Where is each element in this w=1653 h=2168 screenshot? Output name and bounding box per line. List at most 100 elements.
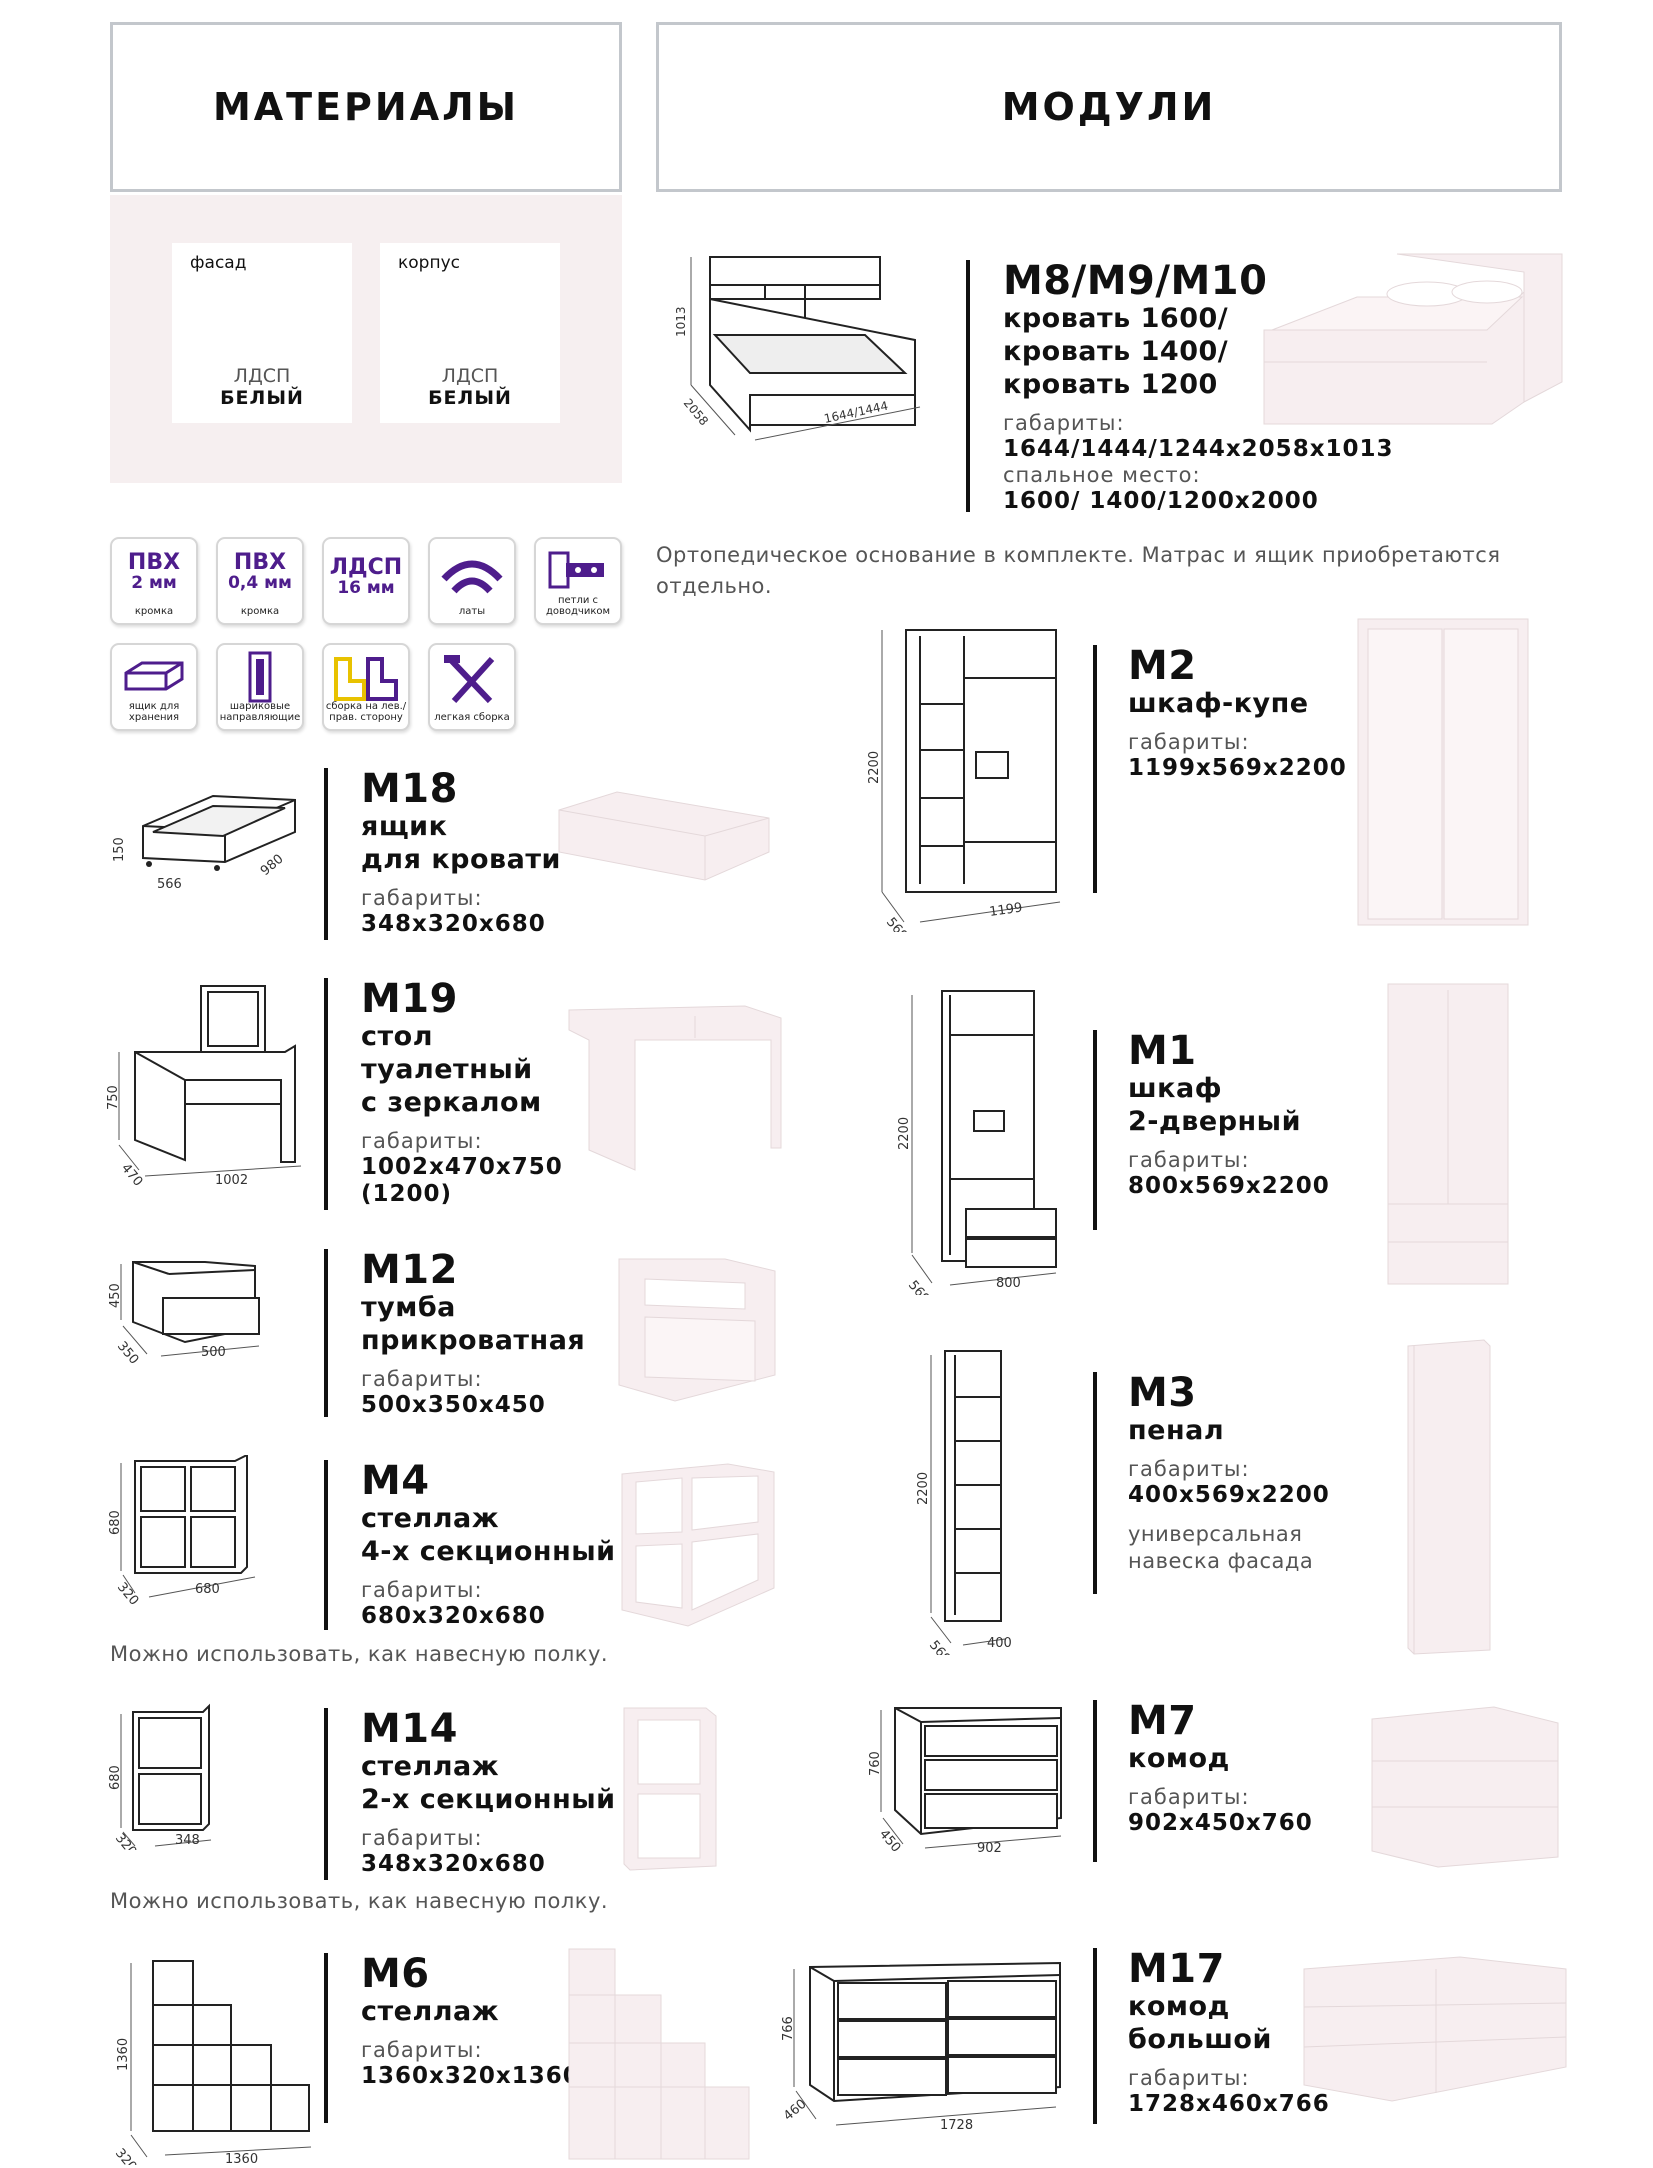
chest-m7-photo — [1371, 1706, 1559, 1868]
shelf-m6-depth-label: 320 — [112, 2146, 139, 2165]
nightstand-drawing: 450 350 500 — [108, 1261, 260, 1368]
nightstand-height-label: 450 — [108, 1283, 123, 1308]
nightstand-width-label: 500 — [201, 1345, 226, 1360]
shelf-2-note: Можно использовать, как навесную полку. — [110, 1889, 609, 1913]
wardrobe-m1-photo — [1387, 983, 1509, 1285]
divider — [1093, 1030, 1097, 1230]
dims-value: 1002х470х750 — [361, 1154, 563, 1180]
dims-value: 348х320х680 — [361, 911, 546, 937]
shelf-2-drawing: 680 320 348 — [108, 1703, 212, 1850]
divider — [966, 260, 970, 512]
dims-label: габариты: — [361, 1129, 483, 1153]
dims-value: 902х450х760 — [1128, 1810, 1313, 1836]
dims-label: габариты: — [361, 2038, 483, 2062]
shelf-m6-width-label: 1360 — [225, 2152, 258, 2165]
module-name: тумба — [361, 1292, 456, 1323]
module-code: М19 — [361, 976, 458, 1022]
dims-value: 800х569х2200 — [1128, 1173, 1330, 1199]
chest-m17-drawing: 766 460 1728 — [781, 1961, 1061, 2133]
module-name: 4-х секционный — [361, 1536, 616, 1567]
dressing-table-height-label: 750 — [106, 1085, 121, 1110]
chest-m17-width-label: 1728 — [940, 2118, 973, 2133]
ldsp-16mm-icon: ЛДСП 16 мм — [322, 537, 410, 625]
bed-drawer-photo — [558, 791, 770, 881]
dressing-table-drawing: 750 470 1002 — [106, 985, 302, 1190]
material-label: корпус — [398, 253, 460, 273]
dims-label: габариты: — [1128, 1785, 1250, 1809]
module-code: М1 — [1128, 1028, 1197, 1074]
chest-m17-depth-label: 460 — [781, 2097, 810, 2124]
wardrobe-m2-depth-label: 569 — [883, 915, 910, 932]
material-label: фасад — [190, 253, 247, 273]
wardrobe-m2-photo — [1357, 618, 1529, 926]
module-name: кровать 1200 — [1003, 369, 1218, 400]
material-color: БЕЛЫЙ — [220, 387, 304, 409]
tools-icon: легкая сборка — [428, 643, 516, 731]
chest-m17-photo — [1303, 1956, 1567, 2102]
dims-label: габариты: — [361, 1578, 483, 1602]
dims-label: габариты: — [1003, 411, 1125, 435]
pvc-edge-2mm-icon: ПВХ 2 мм кромка — [110, 537, 198, 625]
shelf-4-depth-label: 320 — [114, 1580, 141, 1605]
module-name: прикроватная — [361, 1325, 586, 1356]
extra-note-line-2: навеска фасада — [1128, 1549, 1314, 1573]
dims-value: 1360х320х1360 — [361, 2063, 580, 2089]
module-code: М6 — [361, 1951, 430, 1997]
module-code: М14 — [361, 1706, 458, 1752]
module-name: стеллаж — [361, 1751, 500, 1782]
divider — [1093, 645, 1097, 893]
module-name: стеллаж — [361, 1996, 500, 2027]
material-type: ЛДСП — [233, 365, 291, 387]
module-code: М12 — [361, 1247, 458, 1293]
module-code: М2 — [1128, 643, 1197, 689]
bed-drawer-width-label: 566 — [157, 877, 182, 892]
module-code: М4 — [361, 1458, 430, 1504]
slats-icon: латы — [428, 537, 516, 625]
module-name: с зеркалом — [361, 1087, 542, 1118]
feature-caption: легкая сборка — [434, 712, 510, 723]
bed-note-line-1: Ортопедическое основание в комплекте. Ма… — [656, 543, 1501, 567]
dims-label: габариты: — [1128, 1457, 1250, 1481]
bed-drawer-height-label: 150 — [112, 837, 127, 862]
dressing-table-depth-label: 470 — [118, 1161, 145, 1190]
wardrobe-m1-height-label: 2200 — [897, 1117, 912, 1150]
divider — [1093, 1372, 1097, 1594]
feature-value: 2 мм — [131, 573, 177, 593]
module-name: шкаф — [1128, 1073, 1223, 1104]
shelf-m6-height-label: 1360 — [116, 2038, 131, 2071]
module-name: 2-х секционный — [361, 1784, 616, 1815]
material-color: БЕЛЫЙ — [428, 387, 512, 409]
divider — [1093, 1948, 1097, 2124]
sleep-value: 1600/ 1400/1200х2000 — [1003, 488, 1319, 514]
dims-value: 348х320х680 — [361, 1851, 546, 1877]
feature-title: ЛДСП — [329, 555, 403, 580]
bed-drawing: 1013 2058 1644/1444 — [674, 256, 921, 441]
feature-title: ПВХ — [233, 550, 287, 575]
feature-caption: сборка на лев./ прав. сторону — [325, 701, 407, 723]
hinge-graphic — [548, 551, 604, 589]
shelf-2-height-label: 680 — [108, 1765, 123, 1790]
dims-label: габариты: — [1128, 730, 1250, 754]
wardrobe-m2-height-label: 2200 — [867, 751, 882, 784]
pencil-case-photo — [1407, 1339, 1491, 1655]
module-name: шкаф-купе — [1128, 688, 1309, 719]
module-name: 2-дверный — [1128, 1106, 1302, 1137]
materials-panel: фасад ЛДСП БЕЛЫЙ корпус ЛДСП БЕЛЫЙ — [110, 195, 622, 483]
divider — [324, 978, 328, 1210]
feature-value: 0,4 мм — [228, 573, 292, 593]
ball-guides-icon: шариковые направляющие — [216, 643, 304, 731]
dressing-table-photo — [568, 1005, 782, 1171]
nightstand-photo — [618, 1258, 776, 1402]
dressing-table-width-label: 1002 — [215, 1173, 248, 1188]
bed-height-label: 1013 — [674, 306, 688, 337]
feature-title: ПВХ — [127, 550, 181, 575]
bed-note-line-2: отдельно. — [656, 574, 773, 598]
material-card-body: корпус ЛДСП БЕЛЫЙ — [380, 243, 560, 423]
module-name: туалетный — [361, 1054, 533, 1085]
dims-value: 400х569х2200 — [1128, 1482, 1330, 1508]
left-right-assembly-icon: сборка на лев./ прав. сторону — [322, 643, 410, 731]
bed-drawer-depth-label: 980 — [258, 852, 287, 879]
dims-value: 1199х569х2200 — [1128, 755, 1347, 781]
dims-value: 500х350х450 — [361, 1392, 546, 1418]
slats-graphic — [441, 560, 503, 594]
